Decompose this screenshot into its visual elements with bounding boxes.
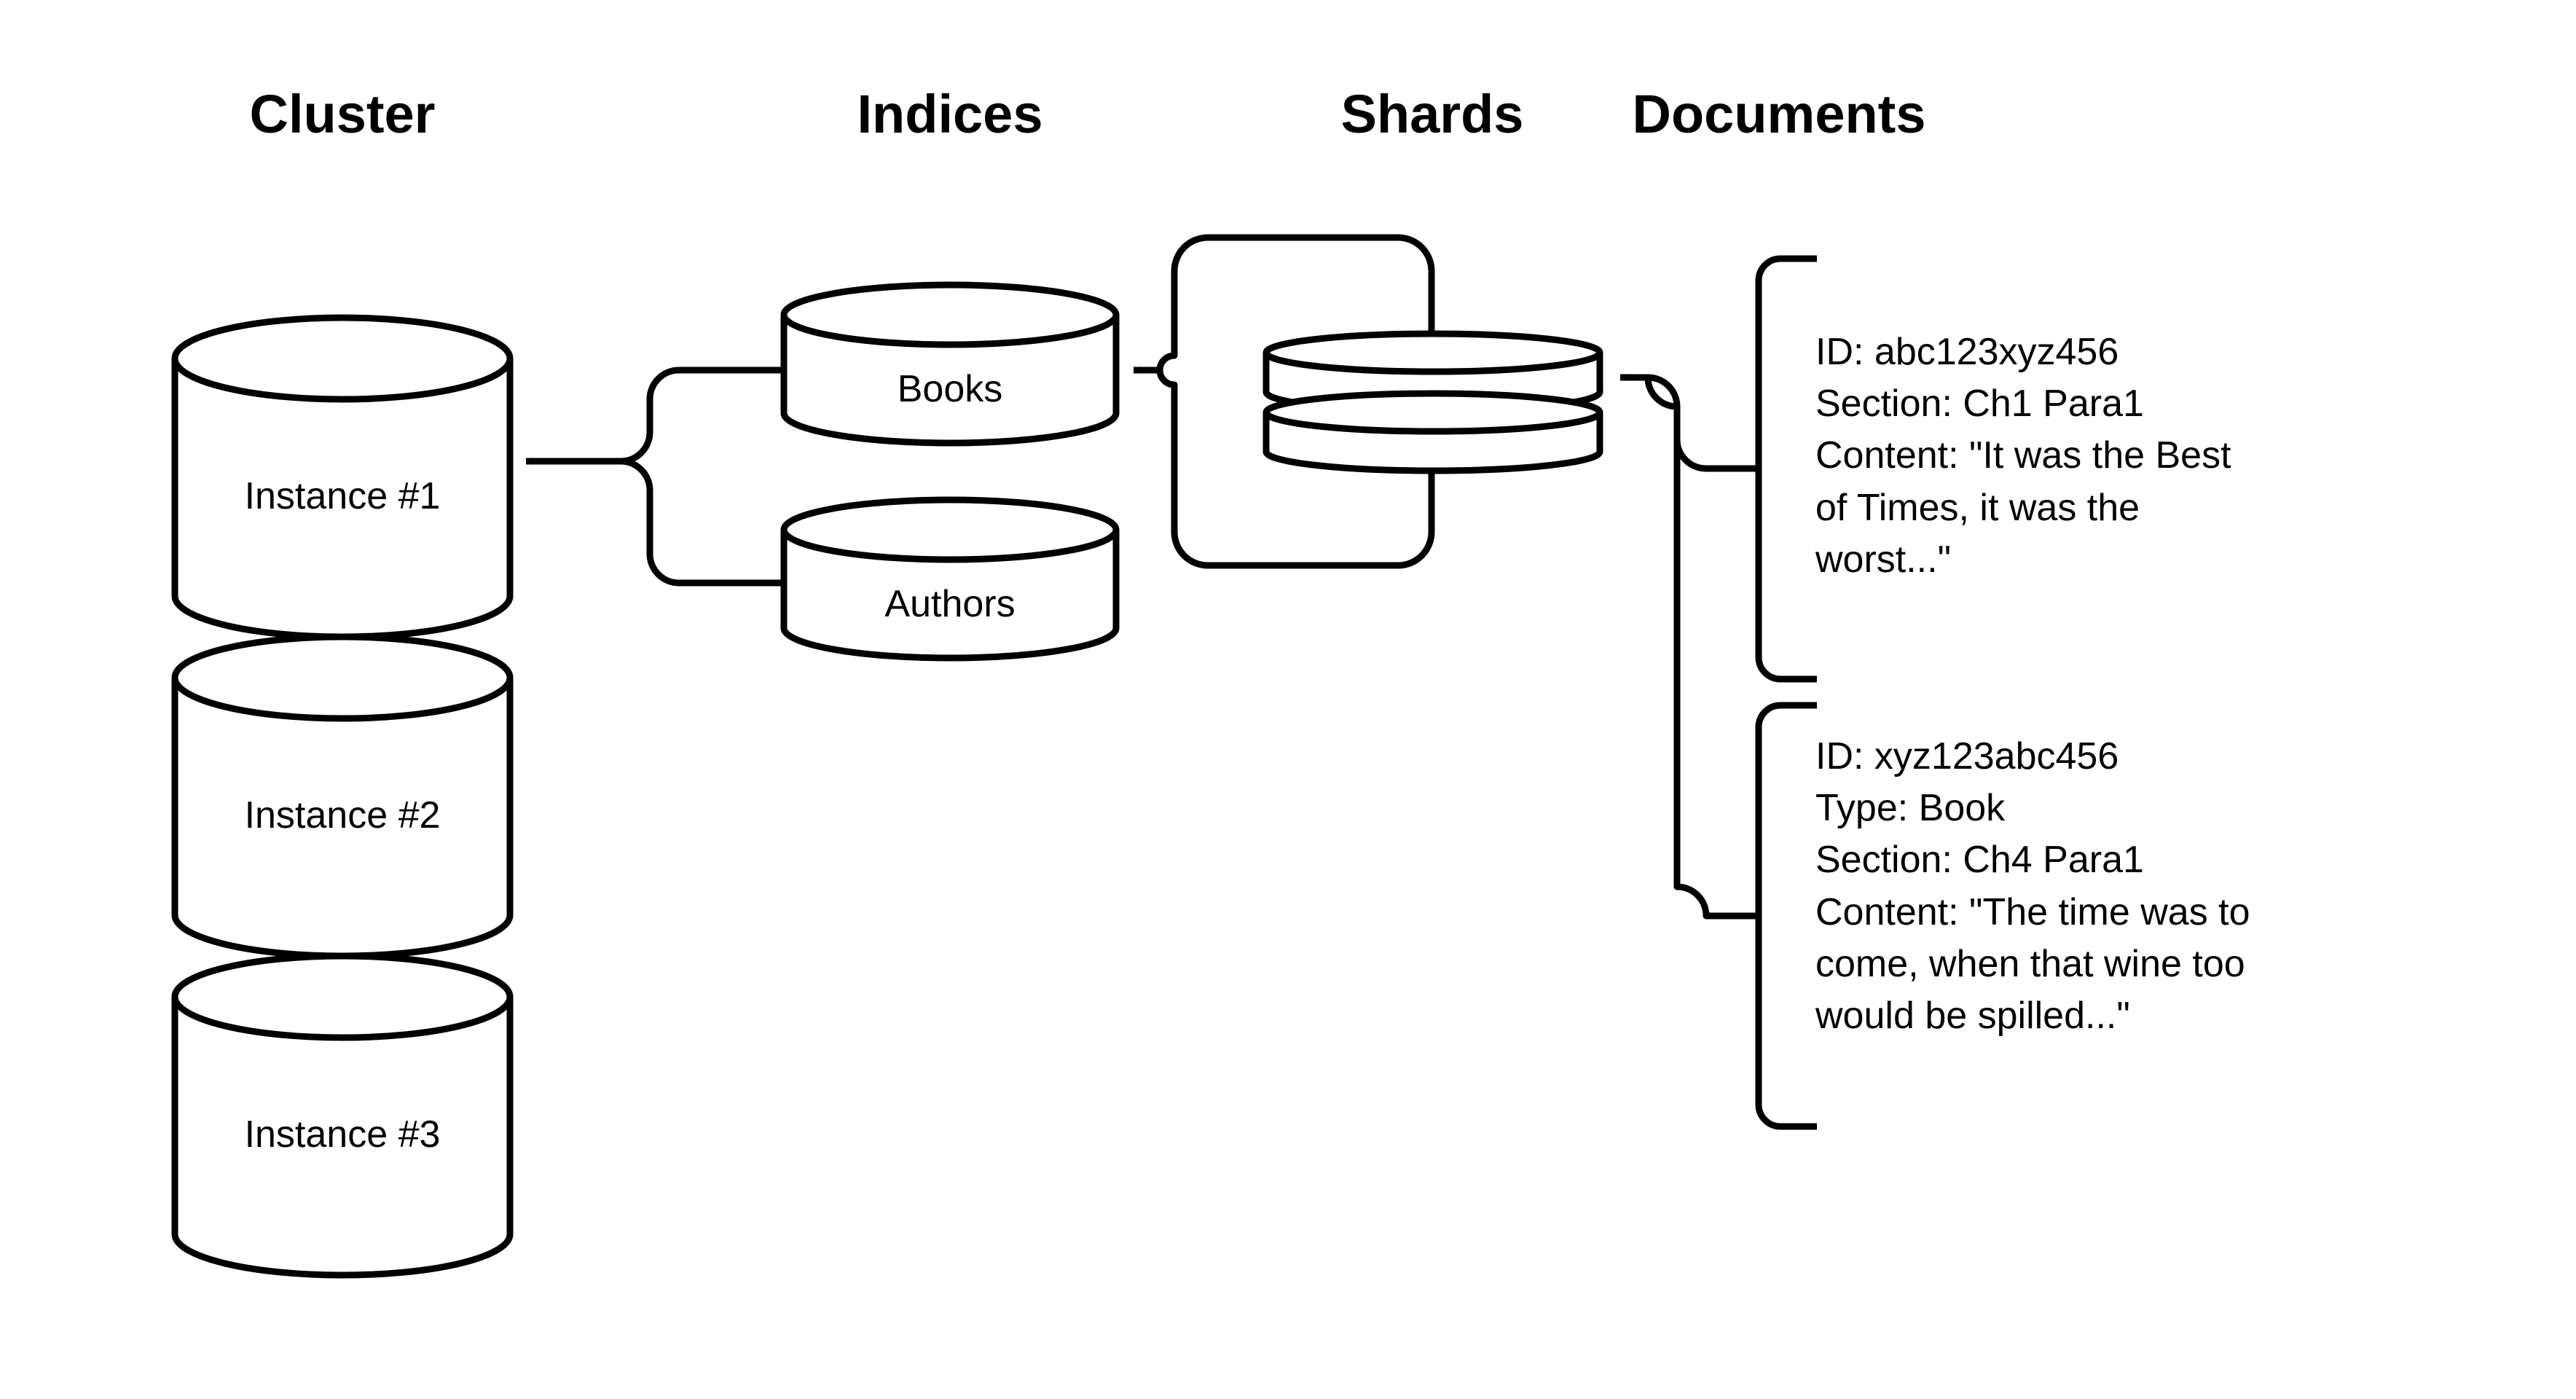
shards-group-brace xyxy=(1156,234,1435,569)
document-line: ID: xyz123abc456 xyxy=(1815,735,2119,777)
connector-indices-to-cluster xyxy=(525,367,784,587)
document-line: Section: Ch4 Para1 xyxy=(1815,839,2144,882)
document-line: Content: "The time was to xyxy=(1815,890,2250,933)
document-line: Section: Ch1 Para1 xyxy=(1815,383,2144,426)
document-line: Content: "It was the Best xyxy=(1815,434,2231,477)
document-line: Type: Book xyxy=(1815,787,2006,830)
document-bracket-2 xyxy=(1725,702,1817,1130)
document-line: would be spilled..." xyxy=(1815,995,2130,1038)
cylinder-label-instance-1: Instance #1 xyxy=(244,475,441,517)
cylinder-label-books: Books xyxy=(897,368,1003,410)
header-shards: Shards xyxy=(1340,84,1524,144)
document-line: ID: abc123xyz456 xyxy=(1815,331,2119,373)
document-line: worst..." xyxy=(1815,538,1952,581)
cylinder-label-instance-3: Instance #3 xyxy=(244,1113,441,1156)
cylinder-label-instance-2: Instance #2 xyxy=(244,794,441,836)
cylinder-label-authors: Authors xyxy=(884,583,1016,625)
cylinder-index-books xyxy=(780,281,1120,447)
header-documents: Documents xyxy=(1632,84,1926,144)
cylinder-instance-1 xyxy=(171,314,514,640)
connector-documents-to-shards xyxy=(1619,374,1725,920)
document-bracket-1 xyxy=(1725,255,1817,683)
cylinder-instance-3 xyxy=(171,952,514,1279)
cylinder-instance-2 xyxy=(171,633,514,960)
header-indices: Indices xyxy=(857,84,1043,144)
shard-disk-bottom xyxy=(1263,390,1603,474)
header-cluster: Cluster xyxy=(249,84,436,144)
cylinder-index-authors xyxy=(780,496,1120,662)
document-line: come, when that wine too xyxy=(1815,942,2245,985)
document-line: of Times, it was the xyxy=(1815,486,2140,529)
